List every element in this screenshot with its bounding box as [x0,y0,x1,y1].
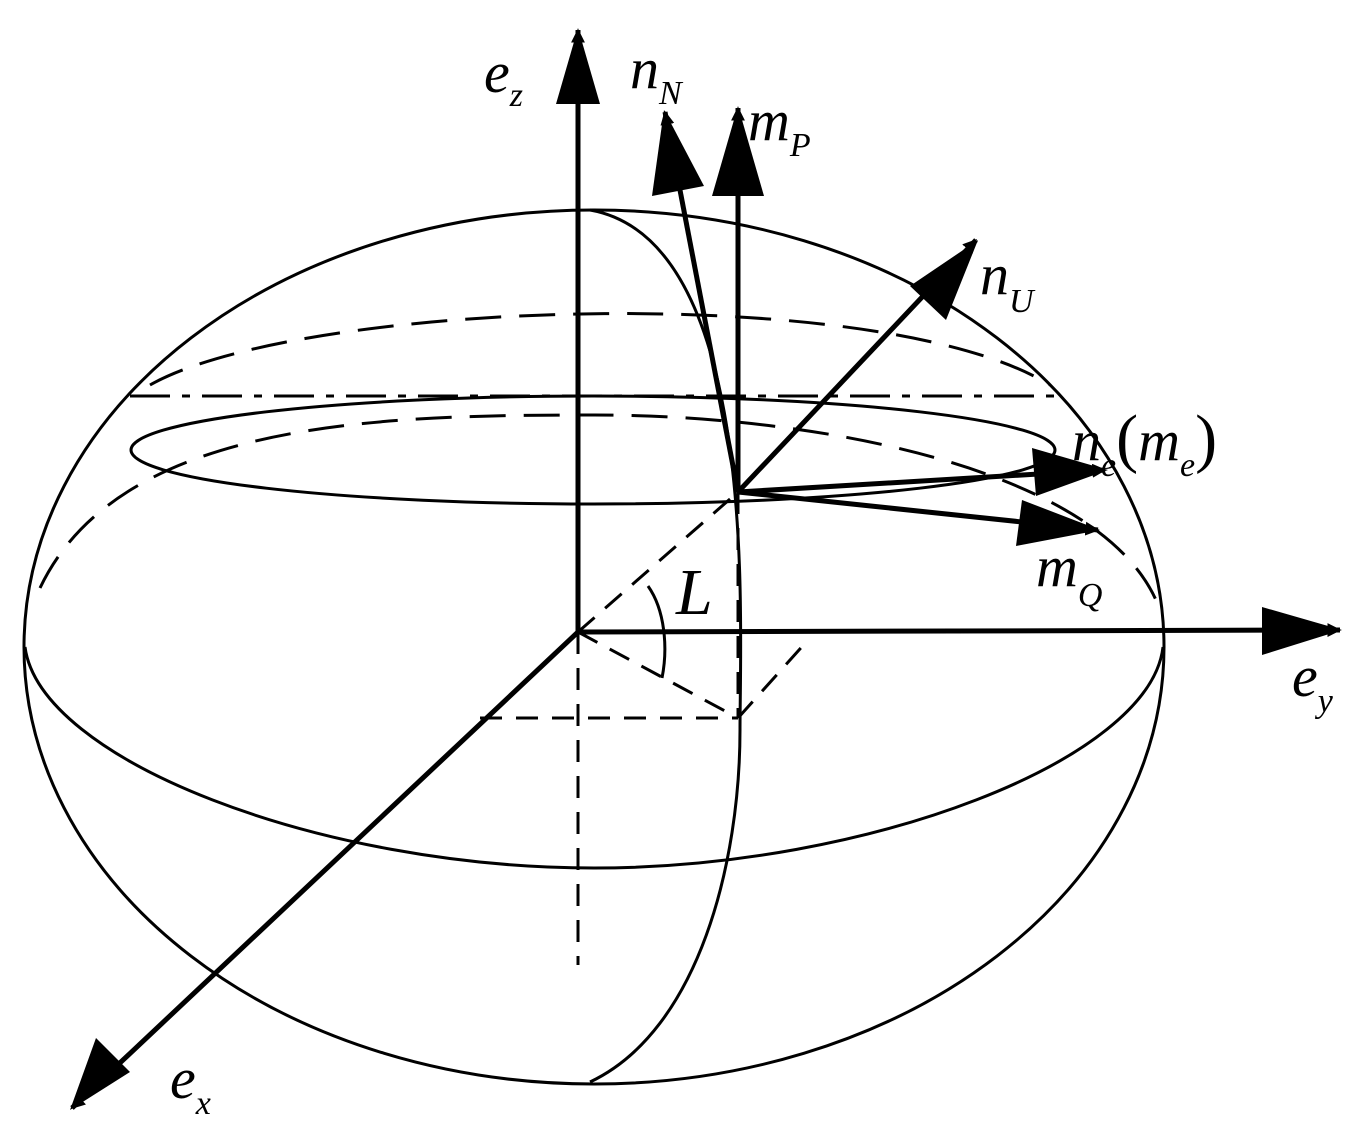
label-ey: ey [1292,644,1334,720]
projection-diagonal-a [577,630,739,720]
vector-nU-head [910,240,978,320]
meridian [589,208,743,1084]
label-nU: nU [980,242,1036,320]
axis-x-arrow [70,630,580,1110]
vector-nN-head [652,110,704,196]
equator-front [23,646,1165,870]
axis-x-head [70,1038,130,1110]
latitude-circle [129,394,1057,506]
upper-latitude-back [149,312,1051,387]
vector-mP-head [712,106,764,196]
label-latitude-L: L [675,556,713,629]
vector-ne-head [1032,448,1108,496]
axis-y-arrow [577,623,1342,638]
label-ez: ez [484,40,523,114]
projection-diagonal-b [736,638,810,720]
label-ex: ex [170,1046,211,1122]
ellipsoid-outline [22,208,1166,1086]
label-mQ: mQ [1036,534,1102,614]
vector-mQ-head [1016,500,1100,546]
label-mP: mP [748,88,811,164]
label-nN: nN [630,36,684,112]
label-ne-me: ne(me) [1072,402,1217,484]
surface-normal-line [577,490,739,634]
axis-y-head [1262,607,1342,655]
equator-back [38,413,1162,611]
axis-z-head [556,28,600,104]
